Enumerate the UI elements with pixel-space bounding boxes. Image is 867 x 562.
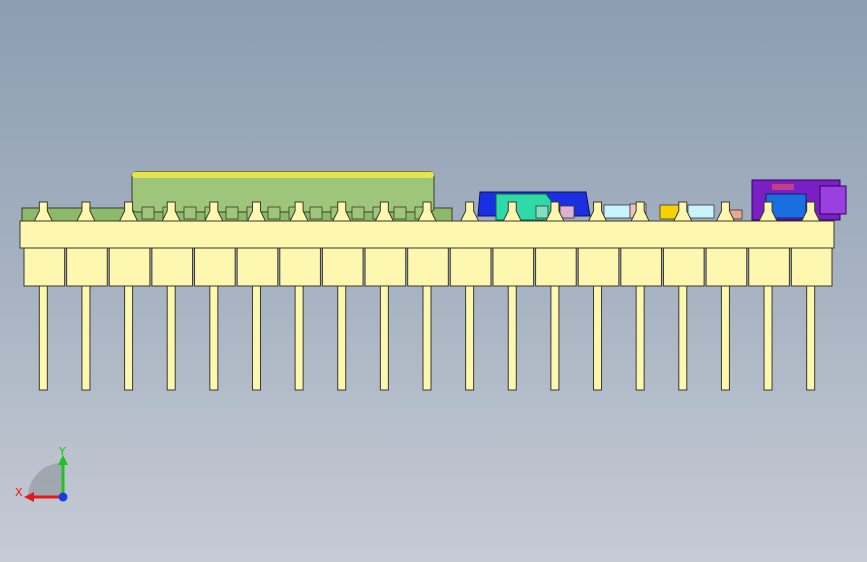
socket-contact — [76, 201, 96, 222]
socket-pin — [294, 285, 304, 391]
connector-red-mark — [772, 184, 794, 190]
socket-segment — [407, 247, 449, 287]
socket-pin — [806, 285, 816, 391]
socket-pin — [635, 285, 645, 391]
pink-chip — [559, 205, 575, 219]
socket-contact — [800, 201, 821, 222]
small-chip — [535, 205, 549, 219]
socket-pin — [593, 285, 603, 391]
socket-segment — [151, 247, 194, 287]
socket-segment — [449, 247, 492, 287]
socket-pin — [465, 285, 475, 391]
socket-contact — [417, 201, 437, 222]
socket-segment — [748, 247, 790, 287]
socket-segment — [23, 247, 66, 287]
socket-segment — [620, 247, 662, 287]
socket-contact — [204, 201, 224, 222]
y-axis-arrowhead — [58, 455, 68, 465]
socket-pin — [38, 285, 48, 391]
socket-segment — [577, 247, 620, 287]
socket-contact — [715, 201, 736, 222]
socket-segment — [790, 247, 833, 287]
socket-contact — [502, 201, 523, 222]
socket-contact — [758, 201, 778, 222]
crystal-standoff — [183, 206, 197, 220]
crystal-standoff — [393, 206, 407, 220]
socket-top-bar — [19, 220, 835, 249]
socket-pin — [720, 285, 730, 391]
smd-part — [687, 204, 715, 219]
crystal-standoff — [267, 206, 281, 220]
dip-socket-assembly[interactable] — [19, 171, 847, 391]
y-axis-label: Y — [58, 445, 66, 458]
coordinate-triad-icon: Y X — [15, 445, 68, 502]
x-axis-label: X — [15, 486, 23, 499]
connector-latch — [819, 185, 847, 215]
socket-pin — [422, 285, 432, 391]
socket-contact — [630, 201, 650, 222]
socket-contact — [545, 201, 565, 222]
socket-segment — [321, 247, 364, 287]
socket-contact — [459, 201, 480, 222]
crystal-standoff — [225, 206, 239, 220]
socket-pin — [251, 285, 261, 391]
socket-pin — [124, 285, 134, 391]
triad-plane-shade — [28, 463, 62, 497]
socket-pin — [166, 285, 176, 391]
socket-segment — [194, 247, 236, 287]
z-axis-dot — [58, 492, 68, 502]
socket-contact — [289, 201, 309, 222]
socket-pin — [379, 285, 389, 391]
socket-pin — [81, 285, 91, 391]
socket-contact — [331, 201, 352, 222]
socket-pin — [507, 285, 517, 391]
socket-segment — [705, 247, 748, 287]
socket-contact — [118, 201, 139, 222]
socket-segment — [236, 247, 279, 287]
socket-pin — [763, 285, 773, 391]
socket-contact — [672, 201, 693, 222]
socket-segment — [535, 247, 577, 287]
crystal-standoff — [141, 206, 155, 220]
socket-contact — [374, 201, 395, 222]
x-axis-arrowhead — [24, 492, 34, 502]
socket-pin — [678, 285, 688, 391]
crystal-standoff — [309, 206, 323, 220]
socket-segment — [279, 247, 321, 287]
socket-segment — [492, 247, 535, 287]
smd-part — [603, 204, 631, 219]
socket-contact — [246, 201, 267, 222]
socket-pin — [209, 285, 219, 391]
socket-contact — [587, 201, 608, 222]
crystal-top-highlight — [132, 172, 434, 178]
socket-segment — [662, 247, 705, 287]
socket-contact — [33, 201, 54, 222]
socket-segment — [108, 247, 151, 287]
socket-segment — [364, 247, 407, 287]
socket-pin — [550, 285, 560, 391]
socket-pin — [337, 285, 347, 391]
crystal-standoff — [351, 206, 365, 220]
socket-segment — [66, 247, 108, 287]
socket-contact — [161, 201, 182, 222]
